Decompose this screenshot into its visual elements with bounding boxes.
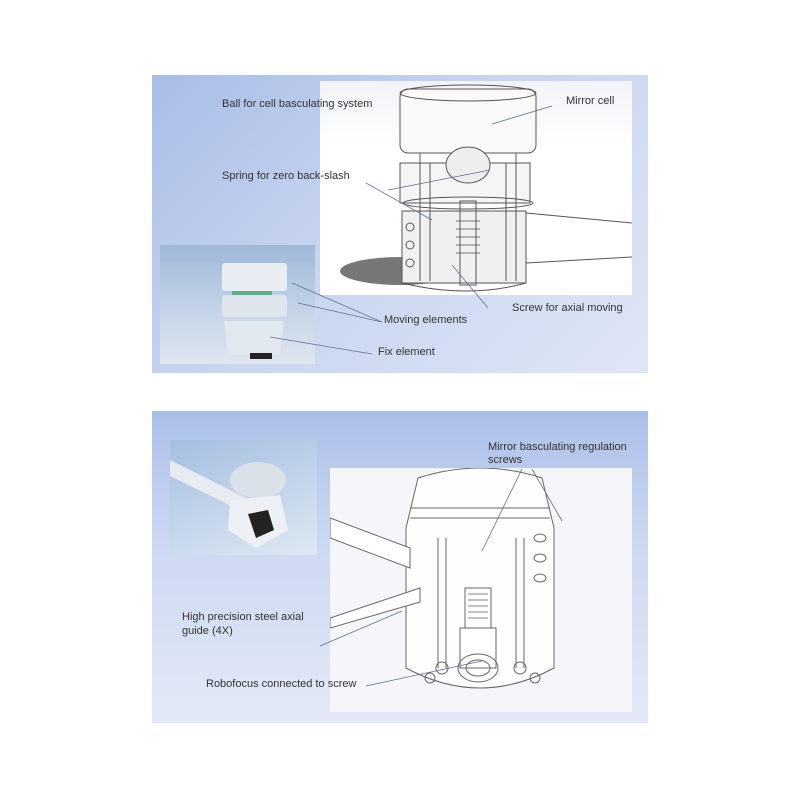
label-mirror-cell: Mirror cell xyxy=(566,95,615,107)
focuser-overview-panel: Ball for cell basculating system Mirror … xyxy=(152,75,648,373)
label-robofocus: Robofocus connected to screw xyxy=(206,678,357,690)
cad-drawing-detail xyxy=(330,468,632,712)
rendered-focuser-photo xyxy=(160,245,315,364)
label-axial-guide-line1: High precision steel axial xyxy=(182,611,304,623)
rendered-detail-photo xyxy=(170,440,317,555)
label-spring: Spring for zero back-slash xyxy=(222,170,350,182)
label-mirror-screws-line2: screws xyxy=(488,454,523,466)
label-fix-element: Fix element xyxy=(378,346,435,358)
focuser-cad-illustration xyxy=(340,84,632,292)
label-screw-axial: Screw for axial moving xyxy=(512,302,623,314)
focuser-detail-panel: Mirror basculating regulation screws Hig… xyxy=(152,411,648,723)
panel1-leader-lines xyxy=(269,105,553,355)
rendered-focuser-image xyxy=(222,263,287,359)
label-mirror-screws-line1: Mirror basculating regulation xyxy=(488,441,627,453)
panel2-leader-lines xyxy=(319,468,563,687)
cad-drawing-focuser xyxy=(320,81,632,295)
focuser-detail-cad xyxy=(330,468,555,689)
rendered-detail-image xyxy=(170,460,288,548)
label-ball-basculating: Ball for cell basculating system xyxy=(222,98,373,110)
label-axial-guide-line2: guide (4X) xyxy=(182,625,233,637)
label-moving-elements: Moving elements xyxy=(384,314,468,326)
